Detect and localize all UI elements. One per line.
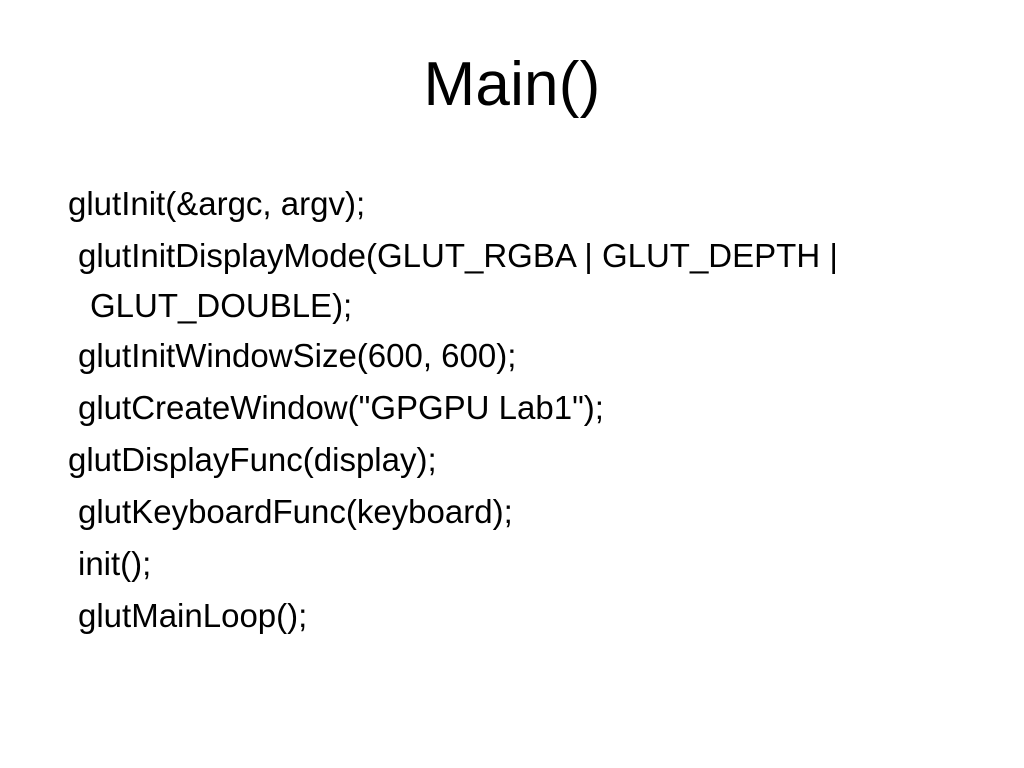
code-line: init(); xyxy=(78,545,152,582)
code-line-continuation: GLUT_DOUBLE); xyxy=(90,287,353,324)
slide-title: Main() xyxy=(423,50,601,119)
code-line: glutMainLoop(); xyxy=(78,597,308,634)
code-line: glutInit(&argc, argv); xyxy=(68,185,366,222)
code-line: glutDisplayFunc(display); xyxy=(68,441,437,478)
code-line: glutCreateWindow("GPGPU Lab1"); xyxy=(78,389,604,426)
code-block: glutInit(&argc, argv); glutInitDisplayMo… xyxy=(68,178,980,642)
code-line: glutInitWindowSize(600, 600); xyxy=(78,337,517,374)
code-line: glutKeyboardFunc(keyboard); xyxy=(78,493,513,530)
code-line: glutInitDisplayMode(GLUT_RGBA | GLUT_DEP… xyxy=(78,237,838,274)
